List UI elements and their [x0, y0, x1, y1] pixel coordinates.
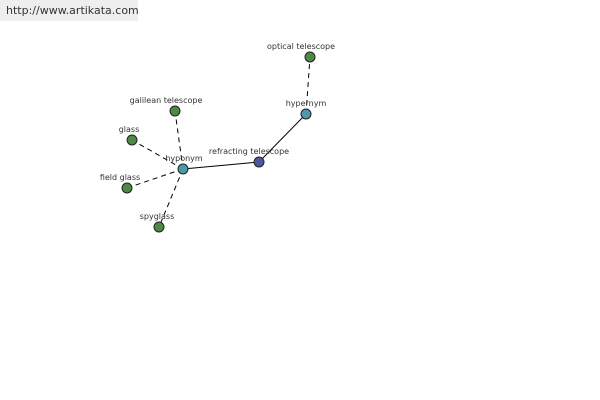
node-spyglass[interactable]: [153, 221, 165, 233]
node-refracting-telescope[interactable]: [253, 156, 265, 168]
edge-hypernym-optical: [305, 56, 311, 115]
edge-hyponym-glass: [131, 139, 184, 170]
label-galilean-telescope[interactable]: galilean telescope: [130, 96, 203, 105]
source-url-bar: http://www.artikata.com: [0, 0, 139, 21]
node-galilean-telescope[interactable]: [169, 105, 181, 117]
source-url[interactable]: http://www.artikata.com: [6, 4, 139, 17]
label-glass[interactable]: glass: [119, 125, 140, 134]
edge-hyponym-spyglass: [158, 168, 184, 228]
node-hyponym[interactable]: [177, 163, 189, 175]
node-field-glass[interactable]: [121, 182, 133, 194]
edge-root-hyponym: [182, 161, 260, 170]
node-optical-telescope[interactable]: [304, 51, 316, 63]
edge-root-hypernym: [258, 113, 307, 163]
label-hyponym[interactable]: hyponym: [165, 154, 203, 163]
edge-hyponym-field-glass: [126, 168, 184, 189]
node-glass[interactable]: [126, 134, 138, 146]
label-optical-telescope[interactable]: optical telescope: [267, 42, 335, 51]
label-refracting-telescope[interactable]: refracting telescope: [209, 147, 289, 156]
label-spyglass[interactable]: spyglass: [140, 212, 175, 221]
node-hypernym[interactable]: [300, 108, 312, 120]
label-hypernym[interactable]: hypernym: [286, 99, 327, 108]
label-field-glass[interactable]: field glass: [100, 173, 140, 182]
edge-hyponym-galilean: [174, 110, 184, 170]
